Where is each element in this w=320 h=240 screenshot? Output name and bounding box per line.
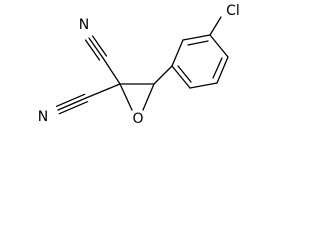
double-bond-inner-2	[212, 57, 223, 79]
chemical-structure: N N O Cl	[38, 3, 240, 127]
benzene-ring	[171, 34, 229, 89]
triple-bond-bottom	[55, 93, 89, 115]
atom-o-epoxide: O	[132, 111, 143, 127]
triple-bond-top	[84, 35, 108, 61]
bond-c2-cn-bottom	[85, 83, 121, 99]
atom-n-bottom: N	[38, 109, 48, 125]
double-bond-inner-1	[187, 40, 209, 46]
epoxide-ring: O	[119, 83, 155, 127]
nitrile-top-group: N	[79, 17, 121, 85]
atom-cl: Cl	[226, 3, 240, 19]
bond-c2-cn-top	[102, 57, 121, 85]
nitrile-bottom-group: N	[38, 83, 121, 125]
bond-c-cl	[209, 16, 222, 36]
double-bond-inner-3	[177, 65, 192, 83]
bond-c3-o	[142, 83, 155, 111]
bond-c3-aryl	[153, 65, 173, 85]
bond-c2-o	[119, 83, 133, 111]
atom-n-top: N	[79, 17, 89, 33]
